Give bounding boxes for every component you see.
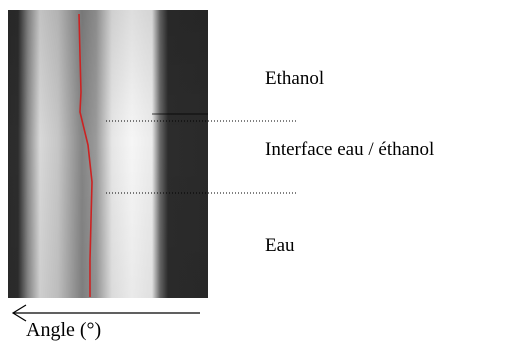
red-trace bbox=[78, 13, 93, 297]
label-eau: Eau bbox=[265, 235, 295, 256]
angle-axis-arrow bbox=[11, 304, 200, 322]
label-ethanol: Ethanol bbox=[265, 68, 325, 89]
axis-label: Angle (°) bbox=[26, 319, 102, 341]
label-interface: Interface eau / éthanol bbox=[265, 139, 435, 160]
image-panel bbox=[8, 10, 208, 298]
upper-interface-line bbox=[106, 113, 297, 122]
